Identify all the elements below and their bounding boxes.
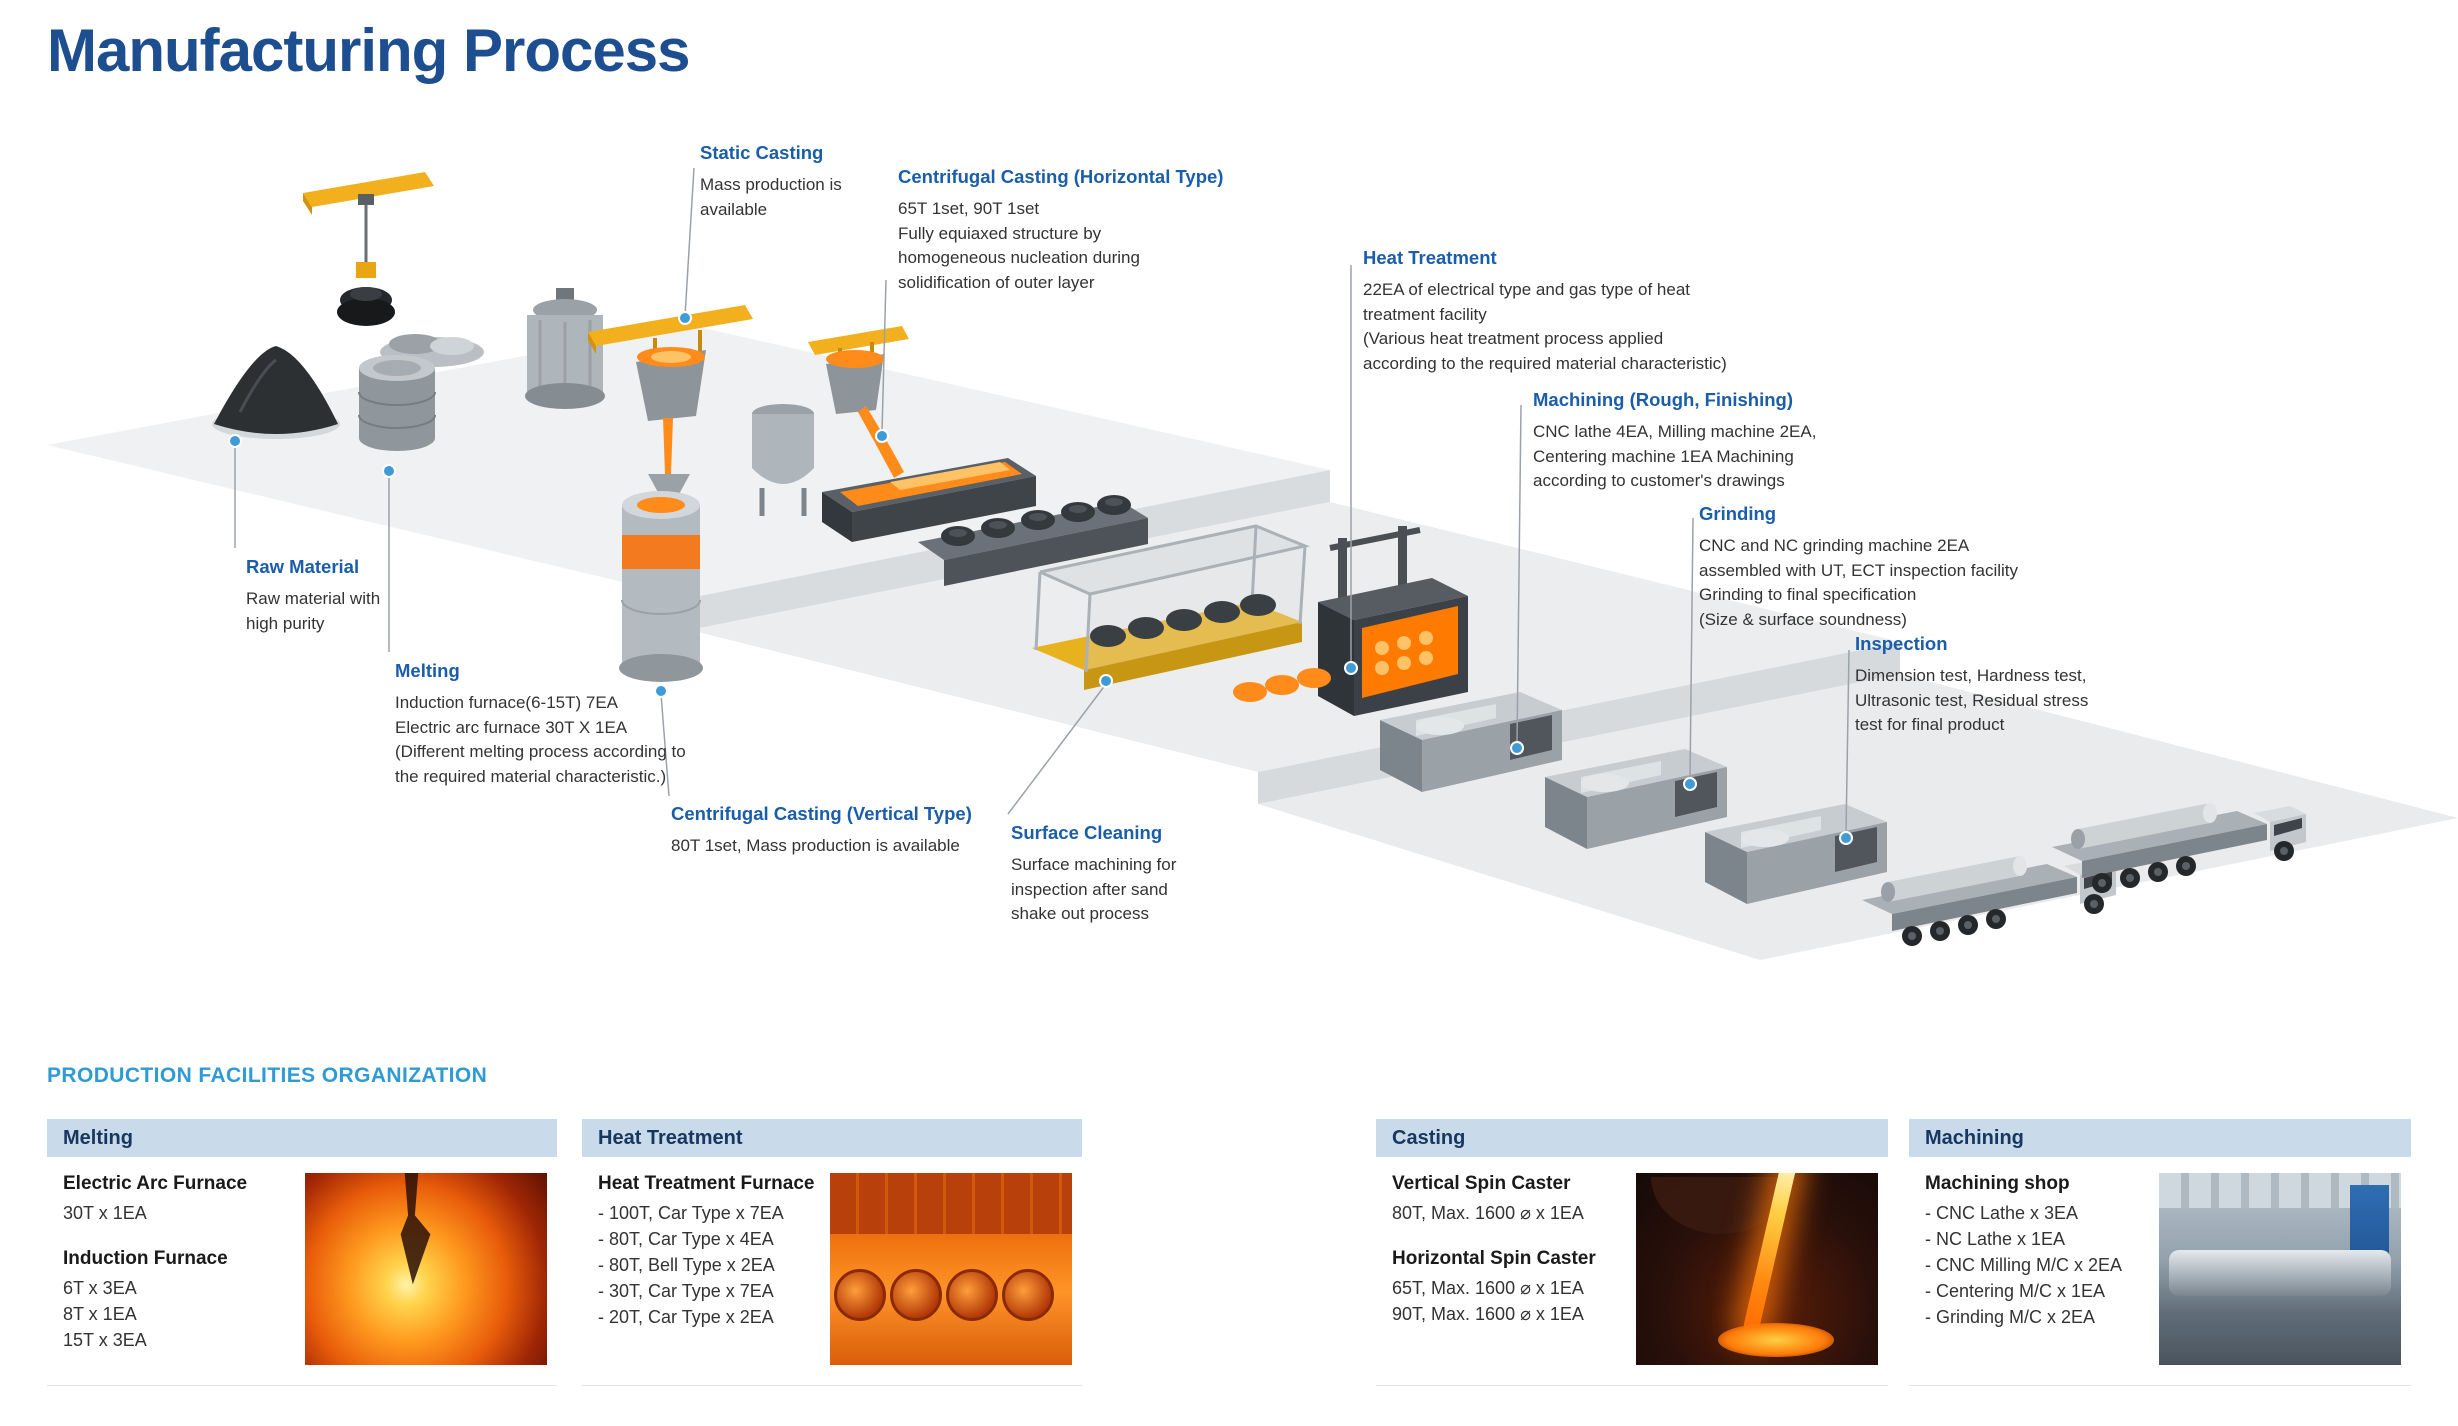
callout-title: Grinding <box>1699 503 1777 524</box>
panel-body: Vertical Spin Caster 80T, Max. 1600 ⌀ x … <box>1376 1157 1888 1385</box>
molten-metal-pool <box>1718 1322 1835 1358</box>
delivery-truck-2 <box>2052 803 2306 893</box>
factory-illustration <box>47 167 2458 960</box>
facility-heading: Vertical Spin Caster <box>1392 1173 1571 1194</box>
facility-block: Machining shop - CNC Lathe x 3EA - NC La… <box>1925 1173 2145 1330</box>
panel-heat-treatment: Heat Treatment Heat Treatment Furnace - … <box>582 1119 1082 1386</box>
facility-block: Heat Treatment Furnace - 100T, Car Type … <box>598 1173 816 1330</box>
facility-heading: Machining shop <box>1925 1173 2070 1194</box>
callout-surface-cleaning: Surface Cleaning Surface machining for i… <box>1011 822 1271 927</box>
panel-body: Electric Arc Furnace 30T x 1EA Induction… <box>47 1157 557 1385</box>
callout-body: 80T 1set, Mass production is available <box>671 836 960 855</box>
panel-header: Machining <box>1909 1119 2411 1157</box>
callout-melting: Melting Induction furnace(6-15T) 7EA Ele… <box>395 660 775 790</box>
facility-spec: - CNC Lathe x 3EA - NC Lathe x 1EA - CNC… <box>1925 1203 2123 1328</box>
facility-spec: - 100T, Car Type x 7EA - 80T, Car Type x… <box>598 1203 784 1328</box>
callout-heat-treatment: Heat Treatment 22EA of electrical type a… <box>1363 247 1813 377</box>
ladle-pour-station-2 <box>808 326 909 478</box>
facility-spec: 30T x 1EA <box>63 1203 147 1223</box>
callout-body: CNC lathe 4EA, Milling machine 2EA, Cent… <box>1533 422 1817 491</box>
panel-melting: Melting Electric Arc Furnace 30T x 1EA I… <box>47 1119 557 1386</box>
panel-header: Casting <box>1376 1119 1888 1157</box>
glowing-billet <box>890 1269 942 1321</box>
callout-title: Melting <box>395 660 460 681</box>
callout-body: CNC and NC grinding machine 2EA assemble… <box>1699 536 2019 629</box>
callout-title: Machining (Rough, Finishing) <box>1533 389 1793 410</box>
panel-body: Machining shop - CNC Lathe x 3EA - NC La… <box>1909 1157 2411 1385</box>
raw-material-pile <box>212 346 340 439</box>
facility-heading: Horizontal Spin Caster <box>1392 1248 1596 1270</box>
callout-body: Induction furnace(6-15T) 7EA Electric ar… <box>395 693 686 786</box>
ingot-stack <box>358 355 436 451</box>
callout-title: Raw Material <box>246 556 360 577</box>
facility-block: Vertical Spin Caster 80T, Max. 1600 ⌀ x … <box>1392 1173 1622 1226</box>
callout-body: Mass production is available <box>700 175 842 219</box>
glowing-billet <box>946 1269 998 1321</box>
callout-body: Surface machining for inspection after s… <box>1011 855 1177 924</box>
facility-spec: 65T, Max. 1600 ⌀ x 1EA 90T, Max. 1600 ⌀ … <box>1392 1278 1584 1325</box>
section-heading: PRODUCTION FACILITIES ORGANIZATION <box>47 1064 488 1087</box>
hot-billets <box>1233 668 1331 702</box>
panel-text: Vertical Spin Caster 80T, Max. 1600 ⌀ x … <box>1392 1173 1622 1385</box>
facility-heading: Electric Arc Furnace <box>63 1173 248 1194</box>
callout-machining: Machining (Rough, Finishing) CNC lathe 4… <box>1533 389 1913 494</box>
facility-block: Electric Arc Furnace 30T x 1EA <box>63 1173 291 1226</box>
panel-casting: Casting Vertical Spin Caster 80T, Max. 1… <box>1376 1119 1888 1386</box>
glowing-billet <box>834 1269 886 1321</box>
process-flow-diagram: Static Casting Mass production is availa… <box>47 142 2458 960</box>
facility-block: Induction Furnace 6T x 3EA 8T x 1EA 15T … <box>63 1248 291 1353</box>
heat-treatment-furnace <box>1233 526 1468 716</box>
arc-furnace-vessel <box>525 288 605 409</box>
callout-leader-lines <box>234 167 1850 835</box>
glowing-billet <box>1002 1269 1054 1321</box>
callout-grinding: Grinding CNC and NC grinding machine 2EA… <box>1699 503 2109 633</box>
panel-header: Melting <box>47 1119 557 1157</box>
cnc-machine-3 <box>1705 804 1887 904</box>
billet-conveyor <box>918 495 1148 586</box>
furnace-brick-band <box>830 1173 1072 1235</box>
callout-inspection: Inspection Dimension test, Hardness test… <box>1855 633 2195 738</box>
heat-treatment-furnace-photo <box>830 1173 1072 1365</box>
furnace-hook-silhouette <box>400 1173 431 1285</box>
facility-heading: Heat Treatment Furnace <box>598 1173 815 1194</box>
hopper-vessel <box>752 404 814 516</box>
panel-body: Heat Treatment Furnace - 100T, Car Type … <box>582 1157 1082 1385</box>
facility-heading: Induction Furnace <box>63 1248 228 1270</box>
callout-title: Heat Treatment <box>1363 247 1497 268</box>
facility-spec: 80T, Max. 1600 ⌀ x 1EA <box>1392 1203 1584 1223</box>
callout-static-casting: Static Casting Mass production is availa… <box>700 142 960 222</box>
callout-title: Centrifugal Casting (Vertical Type) <box>671 803 972 824</box>
page-title: Manufacturing Process <box>47 17 690 84</box>
electric-arc-furnace-photo <box>305 1173 547 1365</box>
panel-text: Electric Arc Furnace 30T x 1EA Induction… <box>63 1173 291 1385</box>
callout-anchor-dots <box>228 311 1853 845</box>
lathe-bed-cylinder <box>2168 1249 2392 1296</box>
callout-title: Inspection <box>1855 633 1948 654</box>
callout-title: Centrifugal Casting (Horizontal Type) <box>898 166 1224 187</box>
panel-machining: Machining Machining shop - CNC Lathe x 3… <box>1909 1119 2411 1386</box>
facility-block: Horizontal Spin Caster 65T, Max. 1600 ⌀ … <box>1392 1248 1622 1327</box>
panel-text: Machining shop - CNC Lathe x 3EA - NC La… <box>1925 1173 2145 1385</box>
callout-title: Static Casting <box>700 142 824 163</box>
callout-body: 65T 1set, 90T 1set Fully equiaxed struct… <box>898 199 1140 292</box>
callout-centrifugal-casting-vertical: Centrifugal Casting (Vertical Type) 80T … <box>671 803 1091 859</box>
facility-spec: 6T x 3EA 8T x 1EA 15T x 3EA <box>63 1278 147 1351</box>
surface-cleaning-cage <box>1032 524 1310 690</box>
spin-caster-photo <box>1636 1173 1878 1365</box>
callout-body: 22EA of electrical type and gas type of … <box>1363 280 1727 373</box>
vertical-spin-caster <box>619 491 703 682</box>
horizontal-casting-trough <box>822 458 1036 542</box>
panel-text: Heat Treatment Furnace - 100T, Car Type … <box>598 1173 816 1385</box>
cnc-machine-1 <box>1380 692 1562 792</box>
machining-shop-photo <box>2159 1173 2401 1365</box>
callout-centrifugal-casting-horizontal: Centrifugal Casting (Horizontal Type) 65… <box>898 166 1278 296</box>
callout-title: Surface Cleaning <box>1011 822 1163 843</box>
gantry-crane <box>303 172 434 326</box>
ladle-pour-station-1 <box>588 305 753 496</box>
callout-body: Raw material with high purity <box>246 589 381 633</box>
callout-raw-material: Raw Material Raw material with high puri… <box>246 556 506 636</box>
callout-body: Dimension test, Hardness test, Ultrasoni… <box>1855 666 2089 735</box>
panel-header: Heat Treatment <box>582 1119 1082 1157</box>
